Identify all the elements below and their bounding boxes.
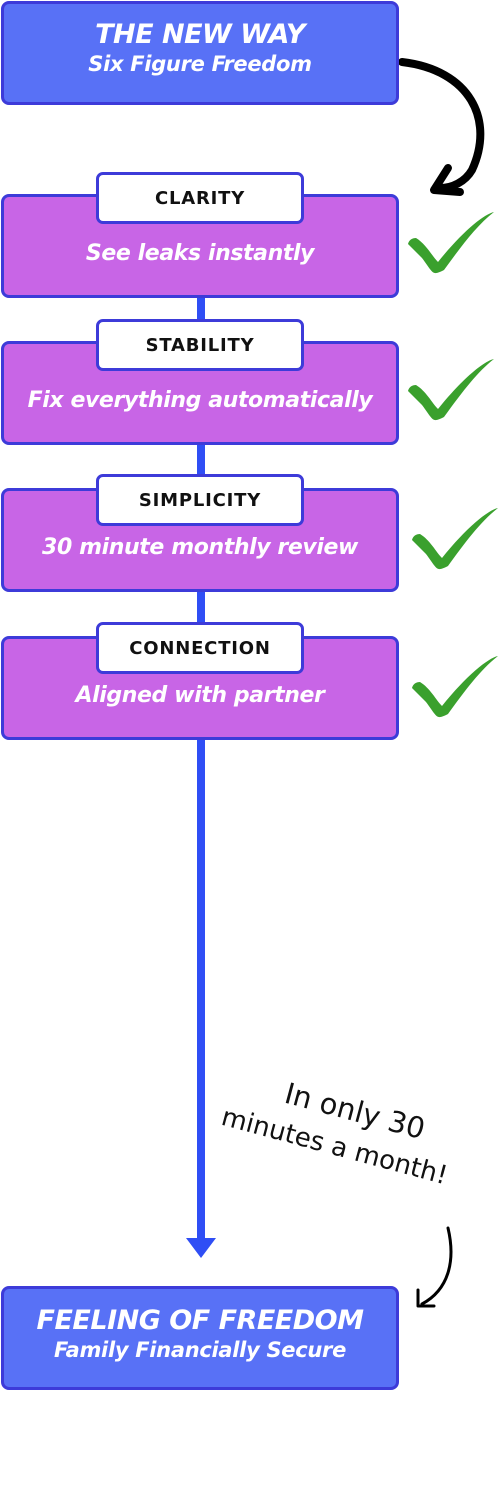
step-text-simplicity: 30 minute monthly review: [42, 534, 358, 560]
curved-arrow-icon: [398, 58, 485, 192]
result-subtitle: Family Financially Secure: [53, 1338, 347, 1362]
step-tag-clarity: CLARITY: [96, 172, 304, 224]
header-box: THE NEW WAY Six Figure Freedom: [1, 1, 399, 105]
step-tag-stability: STABILITY: [96, 319, 304, 371]
header-title: THE NEW WAY: [95, 19, 305, 50]
header-subtitle: Six Figure Freedom: [88, 52, 312, 76]
check-icon: [412, 656, 498, 718]
result-box: FEELING OF FREEDOM Family Financially Se…: [1, 1286, 399, 1390]
check-icon: [408, 212, 494, 274]
note-arrow-icon: [420, 1226, 453, 1306]
down-arrow-head: [186, 1238, 216, 1258]
check-icon: [412, 508, 498, 570]
check-icon: [408, 359, 494, 421]
step-text-connection: Aligned with partner: [75, 682, 325, 708]
note-arrow-head-icon: [416, 1288, 436, 1308]
step-tag-connection: CONNECTION: [96, 622, 304, 674]
step-tag-simplicity: SIMPLICITY: [96, 474, 304, 526]
curved-arrow-head-icon: [430, 164, 464, 196]
step-text-stability: Fix everything automatically: [27, 387, 373, 413]
step-text-clarity: See leaks instantly: [85, 240, 315, 266]
step-box-clarity: See leaks instantly: [1, 194, 399, 298]
result-title: FEELING OF FREEDOM: [36, 1305, 364, 1336]
